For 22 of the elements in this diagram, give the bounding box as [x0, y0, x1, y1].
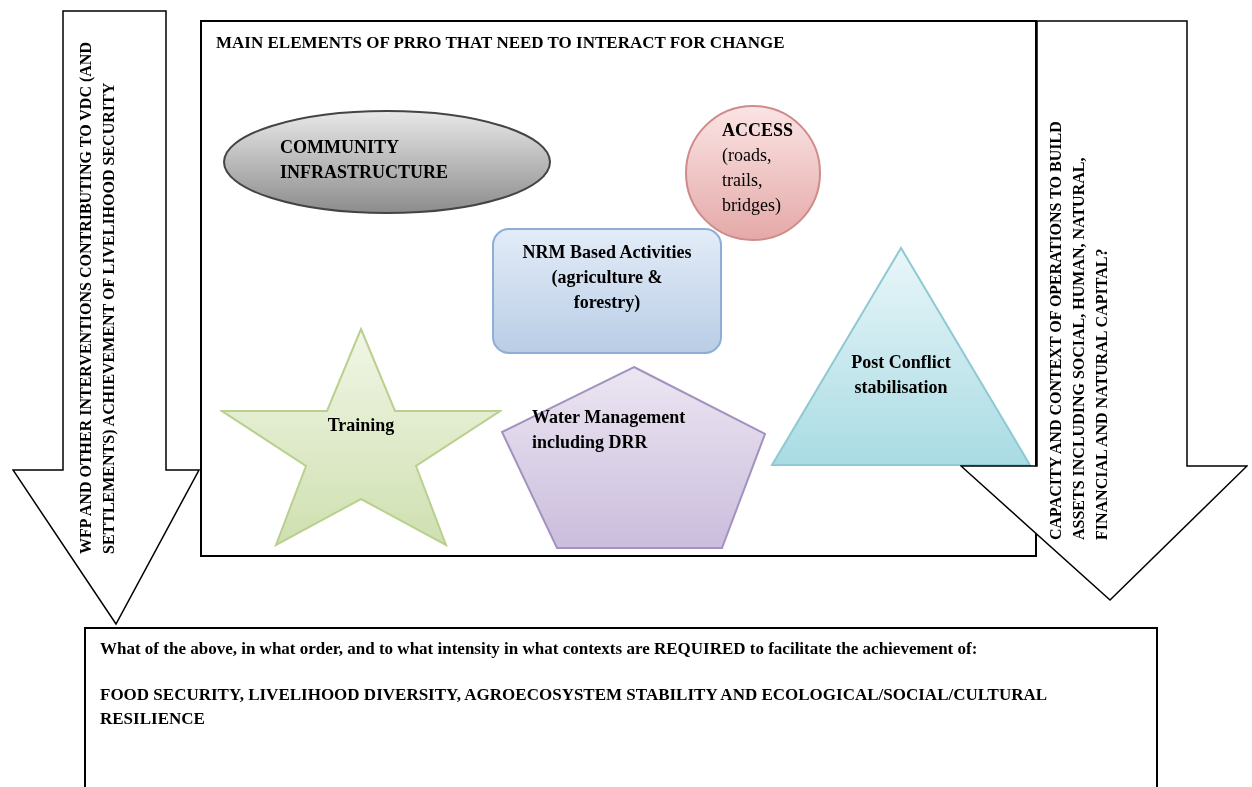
arrow-text: CAPACITY AND CONTEXT OF OPERATIONS TO BUILD ASSETS INCLUDING SOCIAL, HUMAN, NATURAL, FINANCIAL AND NATURAL CAPITAL? [1046, 120, 1111, 540]
shape-label: What of the above, in what order, and to what intensity in what contexts are REQUIRED to facilitate the achievement of: [100, 638, 979, 660]
access-circle [684, 104, 822, 242]
shape-label: Post Conflict stabilisation [850, 351, 952, 399]
shape-label: COMMUNITY INFRASTRUCTURE [280, 136, 450, 184]
question-box [84, 627, 1158, 787]
stabilisation-triangle [770, 246, 1032, 466]
shape-sublabel: (roads, trails, bridges) [722, 144, 782, 217]
shape-label: Training [327, 414, 395, 437]
water-pentagon [500, 365, 767, 550]
shape-sublabel: FOOD SECURITY, LIVELIHOOD DIVERSITY, AGROECOSYSTEM STABILITY AND ECOLOGICAL/SOCIAL/CULTURAL RESILIENCE [100, 684, 1048, 730]
down-block-arrow [12, 10, 200, 626]
shape-label: ACCESS [722, 119, 792, 142]
shape-label: NRM Based Activities (agriculture & forestry) [522, 241, 692, 314]
shape-label: Water Management including DRR [532, 406, 687, 454]
main-elements-panel [200, 20, 1037, 557]
shape-label: MAIN ELEMENTS OF PRRO THAT NEED TO INTERACT FOR CHANGE [216, 32, 786, 54]
down-block-arrow [960, 20, 1248, 602]
arrow-text: WFP AND OTHER INTERVENTIONS CONTRIBUTING TO VDC (AND SETTLEMENTS) ACHIEVEMENT OF LIVELIHOOD SECURITY [76, 41, 119, 554]
activities-box [492, 228, 722, 354]
infrastructure-ellipse [222, 109, 552, 215]
training-star [220, 327, 502, 547]
